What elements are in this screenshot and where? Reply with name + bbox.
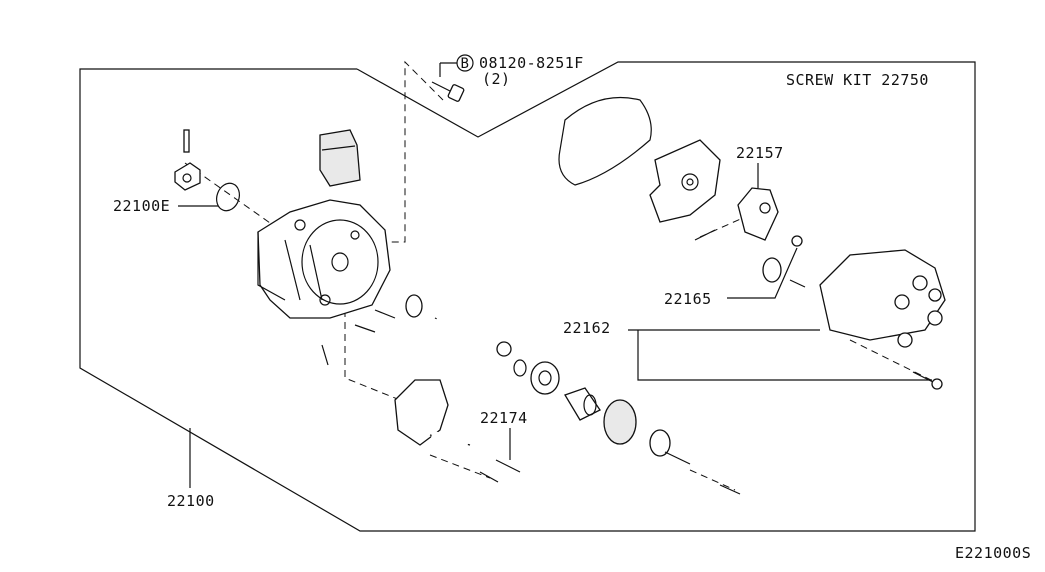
seal-icon (791, 235, 803, 247)
screw-icon (321, 309, 396, 366)
washer-icon (603, 399, 637, 445)
rotor-icon (737, 187, 779, 241)
bolt-callout-symbol: B (461, 56, 470, 72)
seal-icon (762, 257, 782, 283)
distributor-cap-icon (819, 249, 946, 348)
diagram-code: E221000S (955, 544, 1031, 562)
plate-icon (649, 139, 721, 223)
bearing-icon (530, 361, 560, 395)
label-22157: 22157 (736, 144, 784, 162)
shaft-icon (434, 313, 512, 357)
label-22174: 22174 (480, 409, 528, 427)
screw-icon (479, 471, 499, 483)
label-22100E: 22100E (113, 197, 170, 215)
seal-icon (216, 182, 240, 212)
bolt-icon (431, 81, 465, 102)
label-22162: 22162 (563, 319, 611, 337)
screw-icon (912, 371, 934, 383)
gasket-icon (558, 97, 652, 186)
drive-gear-icon (649, 429, 691, 465)
coupling-icon (564, 387, 601, 421)
screw-icon (719, 484, 741, 495)
pin-icon (174, 129, 201, 191)
bolt-callout-quantity: (2) (482, 70, 511, 88)
screw-icon (694, 229, 716, 241)
pin-icon (789, 279, 806, 288)
kit-boundary (79, 61, 976, 532)
clip-icon (513, 359, 527, 377)
bolt-callout: B 08120-8251F (2) (439, 54, 584, 88)
washer-icon (405, 294, 423, 318)
label-22100: 22100 (167, 492, 215, 510)
screw-kit-label: SCREW KIT 22750 (786, 71, 929, 89)
spring-icon (495, 459, 521, 473)
housing-icon (257, 199, 391, 319)
sensor-icon (394, 379, 471, 448)
bolt-callout-part-number: 08120-8251F (479, 54, 584, 72)
label-22165: 22165 (664, 290, 712, 308)
seal-pad-icon (319, 129, 361, 187)
